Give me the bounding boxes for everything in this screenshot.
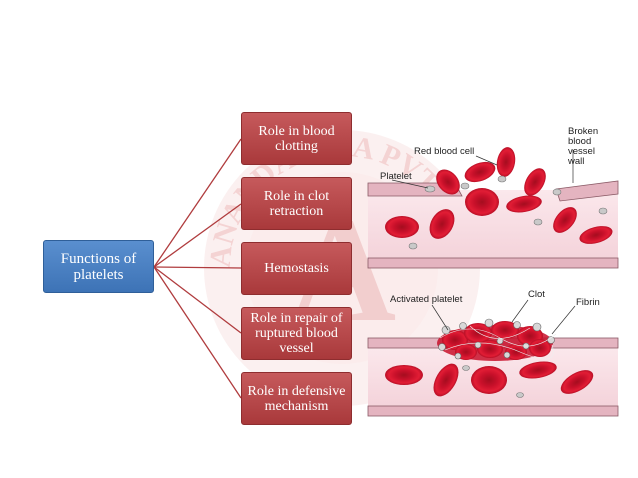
branch-label: Role in blood clotting (258, 123, 335, 154)
branch-repair-vessel: Role in repair of ruptured blood vessel (241, 307, 352, 360)
connector-4 (153, 266, 242, 334)
connector-5 (153, 266, 242, 399)
branch-blood-clotting: Role in blood clotting (241, 112, 352, 165)
label-clot: Clot (528, 289, 545, 300)
label-red-blood-cell: Red blood cell (414, 146, 475, 157)
root-node: Functions of platelets (43, 240, 154, 293)
connector-1 (153, 138, 242, 268)
label-broken-wall-2: blood (568, 136, 592, 147)
label-broken-wall-1: Broken (568, 126, 599, 137)
connector-2 (153, 203, 242, 268)
branch-label: Role in repair of ruptured blood vessel (250, 311, 343, 356)
branch-label: Hemostasis (264, 261, 329, 276)
label-platelet: Platelet (380, 171, 412, 182)
broken-vessel-panel (367, 147, 619, 269)
branch-defensive-mechanism: Role in defensive mechanism (241, 372, 352, 425)
branch-clot-retraction: Role in clot retraction (241, 177, 352, 230)
root-label: Functions of platelets (60, 250, 137, 283)
branch-hemostasis: Hemostasis (241, 242, 352, 295)
label-fibrin: Fibrin (576, 297, 600, 308)
label-activated-platelet: Activated platelet (390, 294, 463, 305)
clot-vessel-panel (367, 299, 619, 417)
label-broken-wall-4: wall (568, 156, 585, 167)
label-broken-wall-3: vessel (568, 146, 595, 157)
clot-mass (437, 318, 557, 361)
connector-3 (153, 266, 242, 269)
branch-label: Role in defensive mechanism (247, 383, 346, 414)
branch-label: Role in clot retraction (263, 188, 330, 219)
